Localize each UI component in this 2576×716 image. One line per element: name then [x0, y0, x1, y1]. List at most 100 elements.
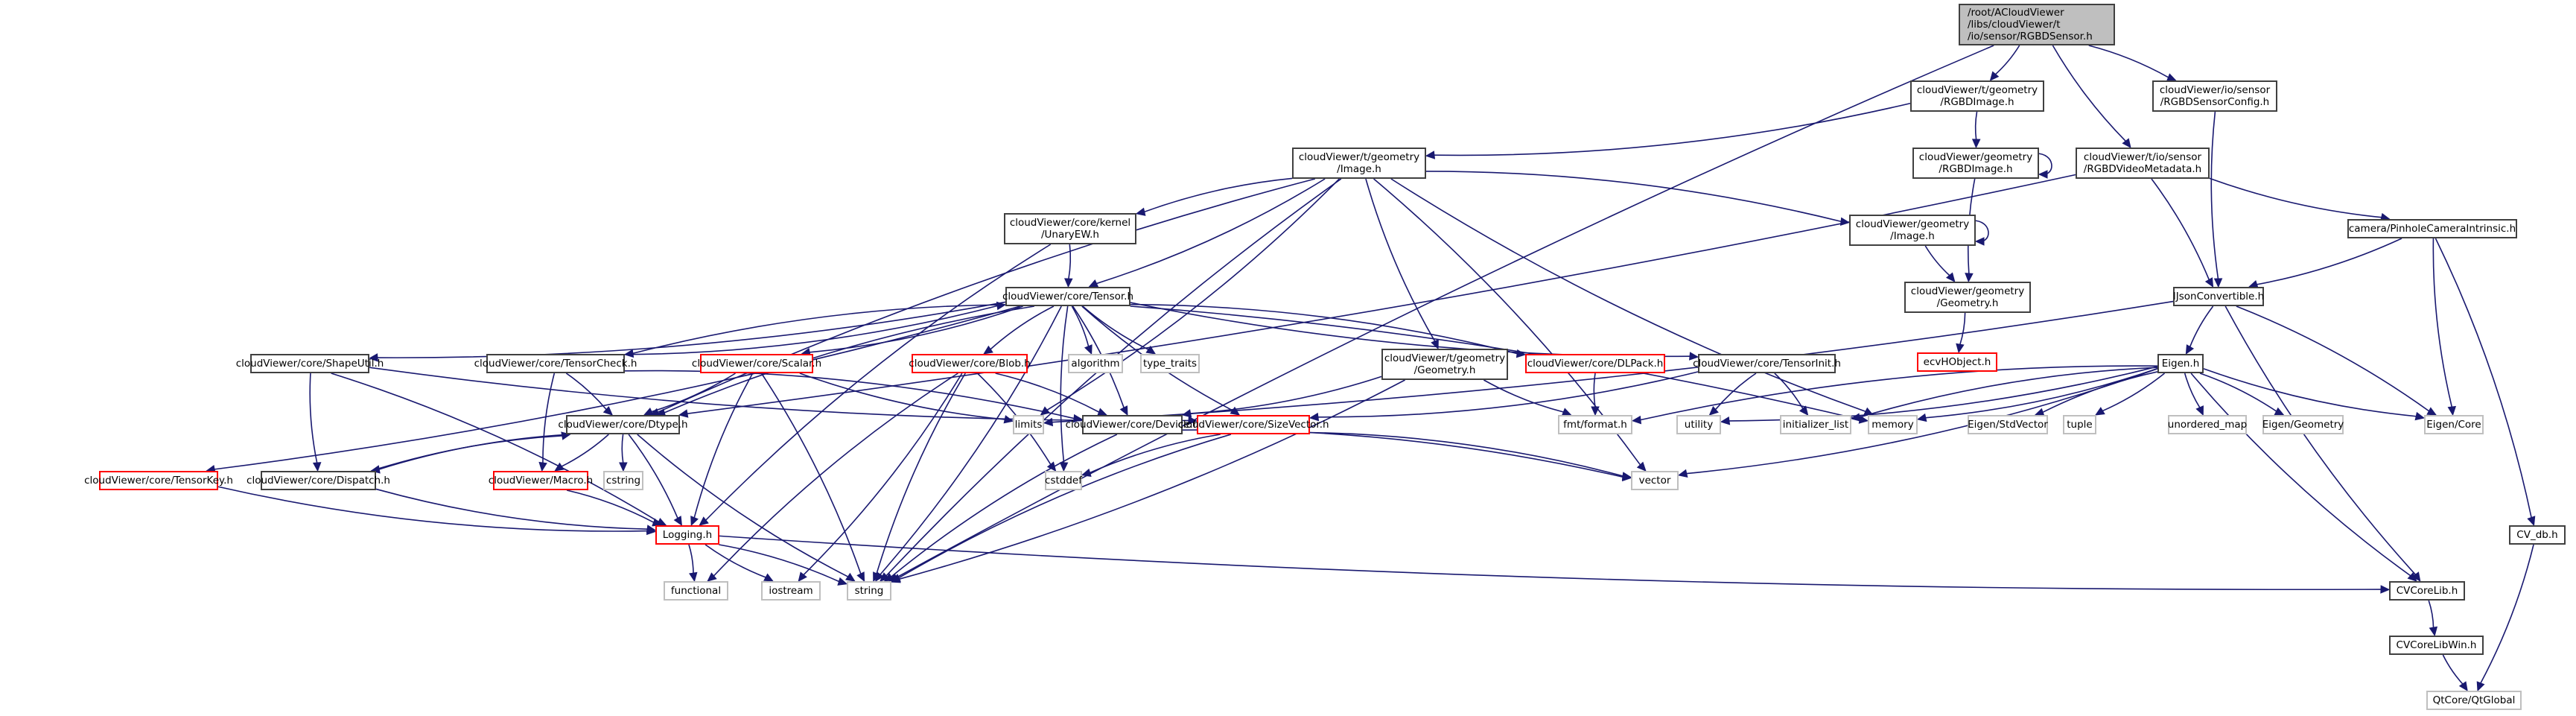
- arrowhead-icon: [837, 577, 848, 586]
- arrowhead-icon: [1308, 412, 1320, 422]
- arrowhead-icon: [1119, 405, 1128, 416]
- arrowhead-icon: [2274, 407, 2285, 416]
- arrowhead-icon: [699, 516, 709, 526]
- node-ijson[interactable]: IJsonConvertible.h: [2173, 287, 2264, 306]
- node-tensorkey[interactable]: cloudViewer/core/TensorKey.h: [84, 471, 233, 490]
- edge-cv_db-to-qtglobal: [2476, 544, 2534, 692]
- node-tensorinit[interactable]: cloudViewer/core/TensorInit.h: [1693, 354, 1841, 373]
- edge-tensor-to-tensorcheck: [623, 304, 1006, 358]
- node-unaryew[interactable]: cloudViewer/core/kernel /UnaryEW.h: [1004, 213, 1136, 244]
- edge-dtype-to-macro: [554, 434, 609, 472]
- edge-eigen-to-eigen_stdvector: [2034, 371, 2158, 416]
- node-cvcorelibwin[interactable]: CVCoreLibWin.h: [2389, 636, 2484, 655]
- edge-tensorinit-to-utility: [1708, 373, 1757, 416]
- edge-t_image-to-t_geometry: [1365, 178, 1439, 350]
- edge-blob-to-functional: [707, 373, 958, 582]
- node-dispatch[interactable]: cloudViewer/core/Dispatch.h: [247, 471, 390, 490]
- arrowhead-icon: [1181, 409, 1192, 418]
- edge-unaryew-to-tensor: [1064, 244, 1073, 288]
- node-cv-db[interactable]: CV_db.h: [2509, 525, 2566, 545]
- arrowhead-icon: [619, 462, 628, 472]
- arrowhead-icon: [707, 572, 717, 582]
- node-tensor[interactable]: cloudViewer/core/Tensor.h: [1002, 287, 1133, 306]
- arrowhead-icon: [2122, 138, 2131, 148]
- node-tensorcheck[interactable]: cloudViewer/core/TensorCheck.h: [474, 354, 637, 373]
- edge-ijson-to-cvcorelib: [2224, 305, 2421, 582]
- node-rgbdsensorconfig[interactable]: cloudViewer/io/sensor /RGBDSensorConfig.…: [2152, 80, 2277, 112]
- edge-scalar-to-logging: [690, 373, 754, 527]
- node-macro[interactable]: cloudViewer/Macro.h: [489, 471, 593, 490]
- edge-logging-to-string: [719, 544, 848, 586]
- arrowhead-icon: [1956, 343, 1965, 354]
- node-scalar[interactable]: cloudViewer/core/Scalar.h: [692, 354, 821, 373]
- edge-rgbdsensorconfig-to-ijson: [2210, 111, 2223, 288]
- node-memory: memory: [1868, 415, 1918, 434]
- node-eigen[interactable]: Eigen.h: [2157, 354, 2204, 373]
- edge-eigen-to-eigen_core: [2203, 368, 2426, 421]
- edge-shapeutil-to-sizevector: [369, 367, 1198, 425]
- arrowhead-icon: [883, 572, 894, 582]
- node-dtype[interactable]: cloudViewer/core/Dtype.h: [558, 415, 688, 434]
- edge-pinhole-to-ijson: [2248, 238, 2402, 289]
- node-string: string: [847, 581, 891, 601]
- arrowhead-icon: [1677, 469, 1688, 478]
- node-t-geometry[interactable]: cloudViewer/t/geometry /Geometry.h: [1381, 349, 1508, 380]
- arrowhead-icon: [2411, 571, 2421, 582]
- arrowhead-icon: [1072, 414, 1084, 423]
- arrowhead-icon: [2380, 585, 2391, 594]
- arrowhead-icon: [996, 301, 1007, 311]
- node-rgbdvideometa[interactable]: cloudViewer/t/io/sensor /RGBDVideoMetada…: [2076, 148, 2210, 179]
- node-g-image[interactable]: cloudViewer/geometry /Image.h: [1849, 215, 1976, 246]
- node-device[interactable]: cloudViewer/core/Device.h: [1066, 415, 1199, 434]
- arrowhead-icon: [1064, 278, 1073, 288]
- edge-ijson-to-eigen: [2185, 305, 2214, 355]
- edge-root-to-string: [888, 45, 1994, 582]
- node-blob[interactable]: cloudViewer/core/Blob.h: [909, 354, 1031, 373]
- node-sizevector[interactable]: cloudViewer/core/SizeVector.h: [1177, 415, 1329, 434]
- node-utility: utility: [1676, 415, 1721, 434]
- edge-eigen-to-memory: [1916, 367, 2158, 422]
- edge-blob-to-iostream: [798, 373, 963, 582]
- arrowhead-icon: [1621, 472, 1632, 481]
- arrowhead-icon: [678, 409, 689, 418]
- node-g-geometry[interactable]: cloudViewer/geometry /Geometry.h: [1904, 282, 2031, 313]
- arrowhead-icon: [845, 572, 856, 582]
- arrowhead-icon: [690, 516, 699, 527]
- arrowhead-icon: [2527, 516, 2536, 527]
- arrowhead-icon: [2414, 411, 2426, 421]
- edge-dlpack-to-fmt: [1591, 373, 1600, 416]
- arrowhead-icon: [2407, 571, 2417, 582]
- arrowhead-icon: [1084, 344, 1093, 355]
- edge-rgbdvideometa-to-dtype: [678, 174, 2076, 418]
- node-cvcorelib[interactable]: CVCoreLib.h: [2389, 581, 2465, 601]
- arrowhead-icon: [2185, 344, 2195, 355]
- node-dlpack[interactable]: cloudViewer/core/DLPack.h: [1525, 354, 1665, 373]
- arrowhead-icon: [1081, 468, 1092, 477]
- node-root[interactable]: /root/ACloudViewer /libs/cloudViewer/t /…: [1959, 4, 2115, 45]
- arrowhead-icon: [1059, 462, 1069, 472]
- arrowhead-icon: [1003, 415, 1014, 424]
- arrowhead-icon: [2213, 278, 2223, 288]
- arrowhead-icon: [646, 526, 657, 536]
- edge-scalar-to-dtype: [643, 373, 736, 416]
- node-t-rgbdimage[interactable]: cloudViewer/t/geometry /RGBDImage.h: [1910, 80, 2044, 112]
- arrowhead-icon: [673, 516, 683, 527]
- edge-root-to-rgbdsensorconfig: [2088, 45, 2177, 82]
- node-ecvhobject[interactable]: ecvHObject.h: [1917, 352, 1997, 372]
- node-eigen-core: Eigen/Core: [2424, 415, 2484, 434]
- node-pinhole[interactable]: camera/PinholeCameraIntrinsic.h: [2347, 219, 2517, 238]
- edge-dtype-to-string: [637, 434, 856, 582]
- node-eigen-stdvector: Eigen/StdVector: [1968, 415, 2048, 434]
- edge-rgbdvideometa-to-ijson: [2151, 178, 2214, 288]
- edge-rgbdvideometa-to-pinhole: [2209, 177, 2391, 222]
- node-limits: limits: [1013, 415, 1044, 434]
- node-g-rgbdimage[interactable]: cloudViewer/geometry /RGBDImage.h: [1912, 148, 2039, 179]
- edge-logging-to-functional: [688, 544, 698, 583]
- edge-eigen-to-vector: [1677, 368, 2158, 478]
- node-tuple: tuple: [2063, 415, 2096, 434]
- node-logging[interactable]: Logging.h: [655, 525, 719, 545]
- node-shapeutil[interactable]: cloudViewer/core/ShapeUtil.h: [236, 354, 384, 373]
- edge-dtype-to-cstring: [619, 434, 628, 472]
- node-t-image[interactable]: cloudViewer/t/geometry /Image.h: [1292, 148, 1426, 179]
